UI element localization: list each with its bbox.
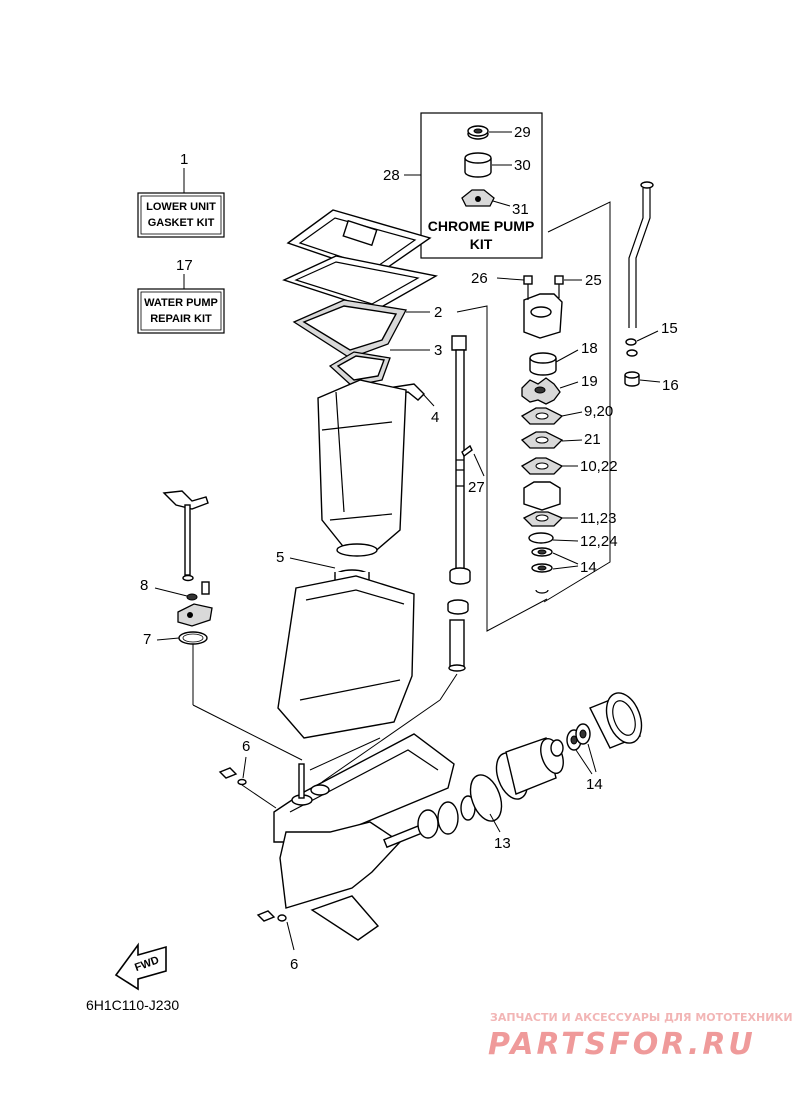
callout-6a: 6 bbox=[242, 738, 250, 755]
kit-label-line1: WATER PUMP bbox=[144, 297, 218, 309]
callout-30: 30 bbox=[514, 157, 531, 174]
callout-14b: 14 bbox=[586, 776, 603, 793]
watermark: ЗАПЧАСТИ И АКСЕССУАРЫ ДЛЯ МОТОТЕХНИКИ PA… bbox=[488, 1011, 793, 1062]
forward-arrow-icon: FWD bbox=[114, 942, 167, 991]
gasket-part-3-icon bbox=[328, 351, 391, 387]
callout-7: 7 bbox=[143, 631, 151, 648]
callout-3: 3 bbox=[434, 342, 442, 359]
watermark-tagline: ЗАПЧАСТИ И АКСЕССУАРЫ ДЛЯ МОТОТЕХНИКИ bbox=[490, 1011, 793, 1024]
callout-2: 2 bbox=[434, 304, 442, 321]
plate-part-21-icon bbox=[520, 431, 564, 449]
callout-8: 8 bbox=[140, 577, 148, 594]
pump-plate-part-31-icon bbox=[461, 189, 495, 207]
callout-26: 26 bbox=[471, 270, 488, 287]
gasket-part-10-22-icon bbox=[520, 457, 564, 475]
drive-shaft-icon bbox=[451, 335, 473, 581]
chrome-pump-kit-line1: CHROME PUMP bbox=[428, 218, 535, 234]
drain-screw-part-6b-icon bbox=[256, 910, 287, 922]
o-ring-part-7-icon bbox=[178, 631, 208, 645]
callout-16: 16 bbox=[662, 377, 679, 394]
lower-unit-gasket-kit[interactable]: 1 LOWER UNIT GASKET KIT bbox=[137, 151, 225, 238]
callout-31: 31 bbox=[512, 201, 529, 218]
callout-6b: 6 bbox=[290, 956, 298, 973]
bolt-part-25-icon bbox=[554, 275, 564, 298]
cartridge-icon bbox=[523, 481, 561, 511]
shift-rod-icon bbox=[162, 490, 210, 595]
callout-25: 25 bbox=[585, 272, 602, 289]
bolt-part-26-icon bbox=[523, 275, 533, 300]
gasket-part-2-icon bbox=[292, 299, 407, 359]
kit-label-line2: REPAIR KIT bbox=[150, 313, 212, 325]
top-gasket-stack-icon bbox=[282, 209, 438, 311]
upper-casing-icon bbox=[317, 379, 407, 557]
callout-11-23: 11,23 bbox=[580, 510, 616, 527]
seal-part-29-icon bbox=[467, 125, 489, 140]
pump-cup-part-30-icon bbox=[464, 152, 492, 178]
water-tube-icon bbox=[628, 181, 654, 328]
insert-part-18-icon bbox=[529, 352, 557, 376]
callout-1: 1 bbox=[180, 151, 188, 168]
kit-label-line1: LOWER UNIT bbox=[146, 201, 216, 213]
seal-part-16-icon bbox=[624, 371, 640, 387]
callout-18: 18 bbox=[581, 340, 598, 357]
shift-rod-housing-icon bbox=[177, 603, 213, 627]
callout-29: 29 bbox=[514, 124, 531, 141]
grommet-part-8-icon bbox=[186, 593, 198, 601]
callout-10-22: 10,22 bbox=[580, 458, 618, 475]
callout-5: 5 bbox=[276, 549, 284, 566]
impeller-part-19-icon bbox=[521, 377, 561, 405]
seals-part-14-icon bbox=[531, 547, 553, 594]
shaft-bearing-icon bbox=[447, 567, 471, 672]
diagram-code: 6H1C110-J230 bbox=[86, 997, 179, 1013]
callout-15: 15 bbox=[661, 320, 678, 337]
lower-casing-upper-icon bbox=[277, 575, 415, 739]
o-ring-part-12-24-icon bbox=[528, 532, 554, 544]
callout-9-20: 9,20 bbox=[584, 403, 613, 420]
watermark-brand: PARTSFOR.RU bbox=[488, 1027, 756, 1062]
propeller-shaft-assembly-icon bbox=[383, 795, 476, 849]
grommet-part-15-icon bbox=[625, 338, 638, 357]
pump-housing-icon bbox=[523, 293, 563, 339]
callout-13: 13 bbox=[494, 835, 511, 852]
bearing-housing-icon bbox=[495, 737, 564, 800]
callout-28: 28 bbox=[383, 167, 400, 184]
callout-12-24: 12,24 bbox=[580, 533, 618, 550]
gasket-part-11-23-icon bbox=[522, 511, 564, 527]
bolt-part-6a-icon bbox=[218, 767, 247, 786]
water-pump-repair-kit[interactable]: 17 WATER PUMP REPAIR KIT bbox=[137, 257, 225, 334]
gasket-part-9-20-icon bbox=[520, 407, 564, 425]
callout-19: 19 bbox=[581, 373, 598, 390]
chrome-pump-kit-line2: KIT bbox=[470, 236, 493, 252]
callout-14a: 14 bbox=[580, 559, 597, 576]
callout-4: 4 bbox=[431, 409, 439, 426]
kit-label-line2: GASKET KIT bbox=[148, 217, 215, 229]
callout-17: 17 bbox=[176, 257, 193, 274]
rear-bearing-housing-icon bbox=[589, 692, 643, 749]
callout-27: 27 bbox=[468, 479, 485, 496]
callout-21: 21 bbox=[584, 431, 601, 448]
chrome-pump-kit[interactable]: 28 29 30 31 CHROME PUMP KIT bbox=[383, 112, 543, 259]
seals-part-14b-icon bbox=[550, 723, 591, 757]
